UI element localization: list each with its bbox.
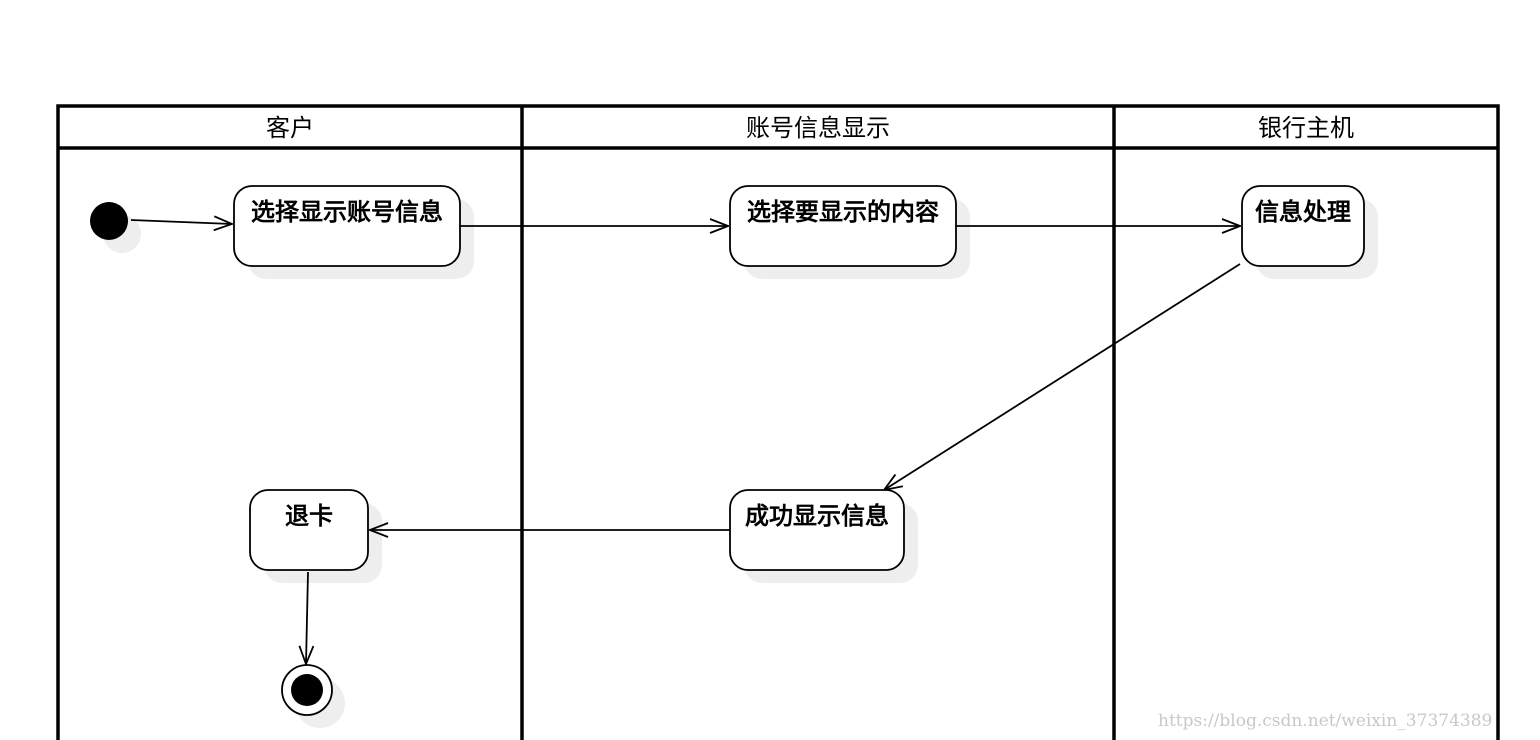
action-eject-card: 退卡 (249, 489, 369, 571)
action-label: 退卡 (285, 502, 333, 530)
watermark-text: https://blog.csdn.net/weixin_37374389 (1158, 711, 1492, 731)
initial-node (90, 202, 128, 240)
action-label: 信息处理 (1255, 198, 1351, 226)
node-shadows (103, 199, 1378, 728)
edge-processing-to-success (884, 263, 1241, 490)
action-label: 选择要显示的内容 (747, 198, 939, 226)
edges (130, 220, 1241, 664)
action-info-processing: 信息处理 (1241, 185, 1365, 267)
lane-title-account-display: 账号信息显示 (746, 114, 890, 142)
action-label: 成功显示信息 (745, 502, 889, 530)
lane-title-bank-host: 银行主机 (1258, 114, 1354, 142)
action-label: 选择显示账号信息 (251, 198, 443, 226)
edge-initial-to-select (130, 220, 232, 224)
action-select-show-account: 选择显示账号信息 (233, 185, 461, 267)
edge-eject-to-final (306, 571, 308, 664)
lane-title-customer: 客户 (266, 114, 314, 142)
action-select-content: 选择要显示的内容 (729, 185, 957, 267)
action-success-show-info: 成功显示信息 (729, 489, 905, 571)
swimlane-frame (56, 104, 1500, 740)
final-node (281, 664, 333, 716)
